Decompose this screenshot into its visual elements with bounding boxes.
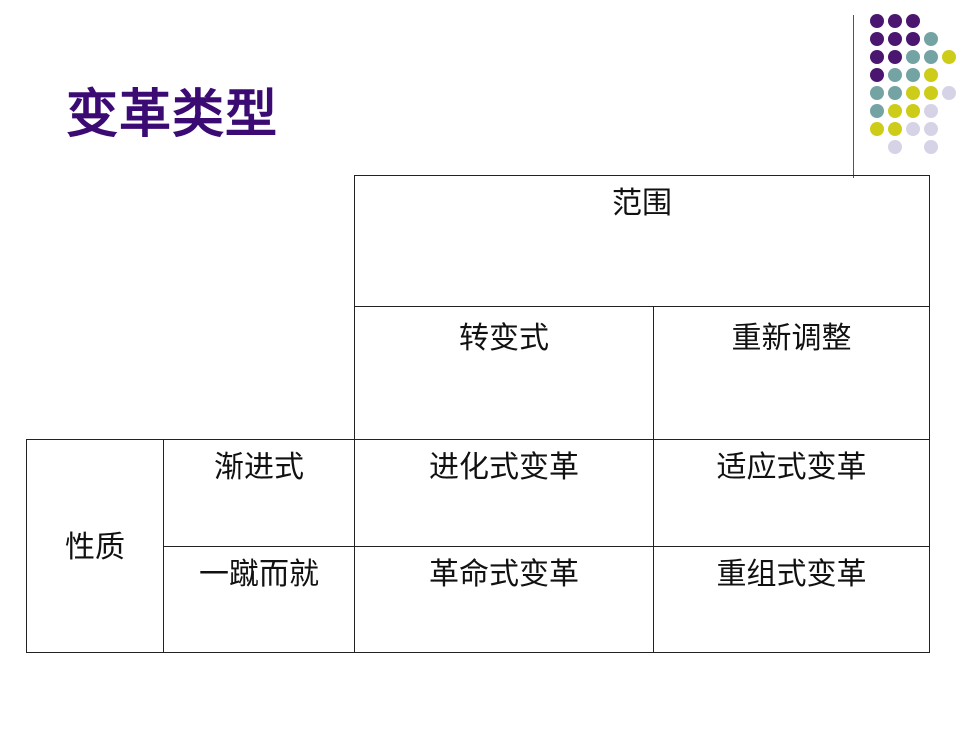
cell-evolution: 进化式变革 bbox=[429, 450, 579, 485]
row-header-incremental: 渐进式 bbox=[214, 450, 304, 485]
cell-adaptation: 适应式变革 bbox=[716, 450, 867, 485]
row-header-punctuated: 一蹴而就 bbox=[199, 557, 319, 592]
table-line bbox=[354, 306, 930, 307]
table-line bbox=[354, 175, 355, 653]
table-line bbox=[163, 439, 164, 653]
decorative-dot bbox=[888, 68, 902, 82]
decorative-dot bbox=[924, 140, 938, 154]
decorative-dot bbox=[942, 86, 956, 100]
decorative-dot bbox=[942, 50, 956, 64]
table-line bbox=[26, 652, 930, 653]
table-line bbox=[653, 306, 654, 653]
decorative-dot bbox=[888, 104, 902, 118]
decorative-dot bbox=[870, 50, 884, 64]
decorative-dot-grid bbox=[870, 14, 970, 159]
decorative-dot bbox=[870, 122, 884, 136]
decorative-dot bbox=[888, 14, 902, 28]
decorative-dot bbox=[888, 50, 902, 64]
decorative-dot bbox=[870, 32, 884, 46]
column-header-realignment: 重新调整 bbox=[731, 321, 852, 356]
slide-title: 变革类型 bbox=[66, 84, 279, 145]
decorative-dot bbox=[924, 50, 938, 64]
decorative-dot bbox=[924, 122, 938, 136]
decorative-dot bbox=[906, 50, 920, 64]
decorative-dot bbox=[906, 122, 920, 136]
decorative-dot bbox=[870, 68, 884, 82]
table-line bbox=[354, 175, 930, 176]
decorative-dot bbox=[924, 32, 938, 46]
decorative-dot bbox=[870, 86, 884, 100]
table-line bbox=[26, 439, 930, 440]
decorative-dot bbox=[870, 14, 884, 28]
decorative-dot bbox=[888, 140, 902, 154]
decorative-dot bbox=[924, 104, 938, 118]
decorative-dot bbox=[924, 86, 938, 100]
decorative-dot bbox=[888, 122, 902, 136]
decorative-dot bbox=[924, 68, 938, 82]
decorative-dot bbox=[906, 104, 920, 118]
decorative-dot bbox=[888, 32, 902, 46]
decorative-dot bbox=[906, 14, 920, 28]
decorative-dot bbox=[906, 68, 920, 82]
decorative-dot bbox=[888, 86, 902, 100]
decorative-dot bbox=[906, 32, 920, 46]
cell-reconstruction: 重组式变革 bbox=[716, 557, 867, 592]
cell-revolution: 革命式变革 bbox=[429, 557, 579, 592]
decorative-dot bbox=[906, 86, 920, 100]
decorative-dot bbox=[870, 104, 884, 118]
nature-header: 性质 bbox=[65, 530, 125, 565]
scope-header: 范围 bbox=[612, 186, 672, 221]
column-header-transformational: 转变式 bbox=[459, 321, 549, 356]
table-line bbox=[163, 546, 930, 547]
table-line bbox=[26, 439, 27, 653]
title-divider-line bbox=[853, 15, 854, 178]
table-line bbox=[929, 175, 930, 653]
